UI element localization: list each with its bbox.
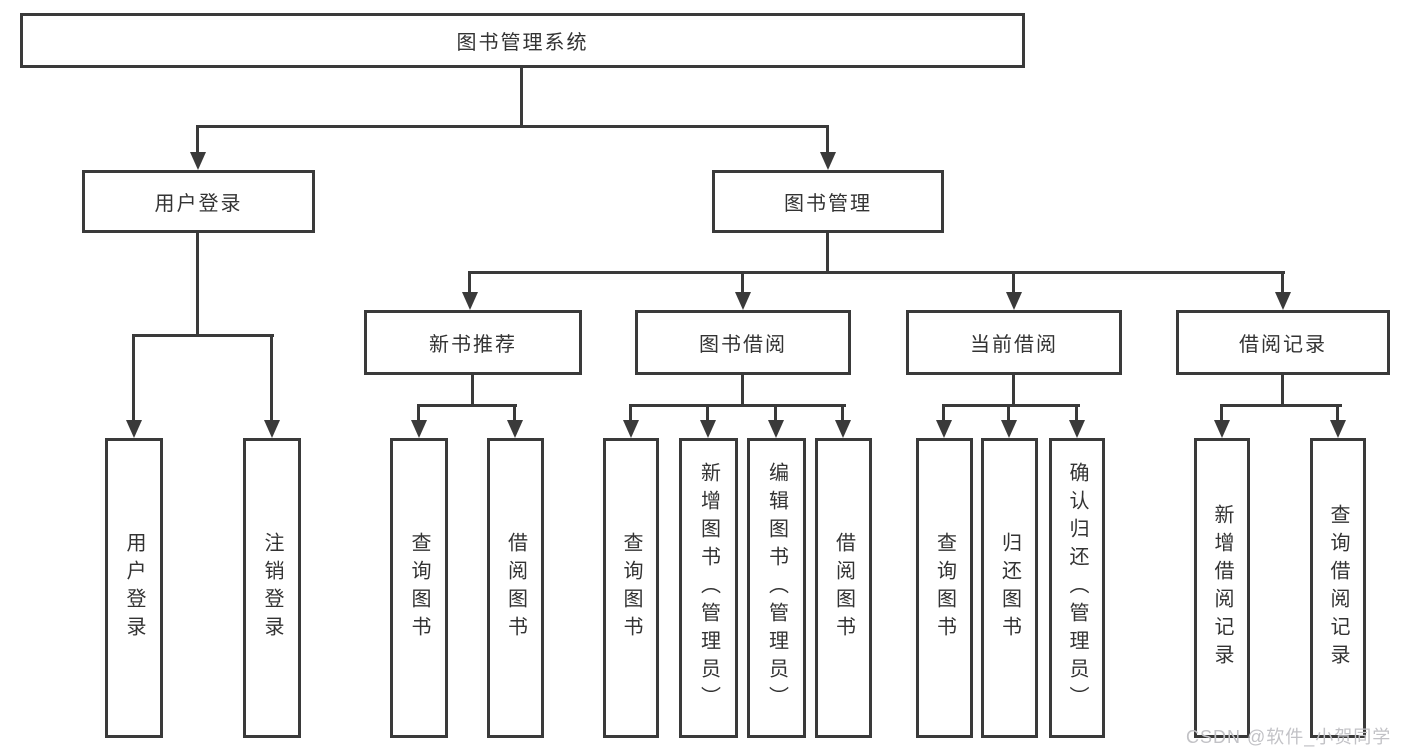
connector-to-leaf-add-borrow-record — [1220, 404, 1223, 421]
connector-to-leaf-confirm-return-admin — [1075, 404, 1078, 421]
connector-to-leaf-query-books-borrow — [629, 404, 632, 421]
connector-to-user-login — [196, 125, 199, 153]
connector-book-management-stem — [826, 232, 829, 273]
leaf-query-books-current: 查询图书 — [916, 438, 973, 738]
connector-to-current-borrow — [1012, 271, 1015, 293]
leaf-query-books-borrow-label: 查询图书 — [620, 532, 642, 644]
connector-to-leaf-logout — [270, 334, 273, 422]
node-user-login: 用户登录 — [82, 170, 315, 233]
arrowhead-borrow-records-icon — [1275, 292, 1291, 310]
arrowhead-edit-book-admin-icon — [768, 420, 784, 438]
node-borrow-records-label: 借阅记录 — [1239, 334, 1327, 356]
connector-book-management-rail — [468, 271, 1285, 274]
connector-to-leaf-borrow-books-borrow — [841, 404, 844, 421]
node-book-management: 图书管理 — [712, 170, 944, 233]
leaf-query-borrow-record: 查询借阅记录 — [1310, 438, 1366, 738]
connector-user-login-rail — [132, 334, 274, 337]
connector-to-leaf-edit-book-admin — [774, 404, 777, 421]
arrowhead-new-book-recommend-icon — [462, 292, 478, 310]
leaf-add-borrow-record-label: 新增借阅记录 — [1211, 504, 1233, 672]
connector-new-book-recommend-rail — [417, 404, 517, 407]
connector-to-new-book-recommend — [468, 271, 471, 293]
connector-root-stem — [520, 68, 523, 126]
connector-to-book-borrow — [741, 271, 744, 293]
connector-book-borrow-rail — [629, 404, 846, 407]
arrowhead-book-borrow-icon — [735, 292, 751, 310]
leaf-user-login: 用户登录 — [105, 438, 163, 738]
connector-to-leaf-add-book-admin — [706, 404, 709, 421]
csdn-watermark: CSDN @软件_小贺同学 — [1186, 727, 1392, 747]
arrowhead-return-books-icon — [1001, 420, 1017, 438]
leaf-add-book-admin: 新增图书（管理员） — [679, 438, 738, 738]
connector-root-rail — [197, 125, 829, 128]
connector-to-book-management — [826, 125, 829, 153]
leaf-query-books-current-label: 查询图书 — [933, 532, 956, 644]
arrowhead-user-login-icon — [190, 152, 206, 170]
connector-borrow-records-rail — [1220, 404, 1342, 407]
arrowhead-query-borrow-record-icon — [1330, 420, 1346, 438]
arrowhead-leaf-logout-icon — [264, 420, 280, 438]
arrowhead-add-borrow-record-icon — [1214, 420, 1230, 438]
arrowhead-borrow-books-recommend-icon — [507, 420, 523, 438]
arrowhead-book-management-icon — [820, 152, 836, 170]
node-root-label: 图书管理系统 — [456, 32, 589, 54]
arrowhead-confirm-return-admin-icon — [1069, 420, 1085, 438]
connector-to-leaf-query-books-recommend — [417, 404, 420, 421]
arrowhead-query-books-borrow-icon — [623, 420, 639, 438]
leaf-add-borrow-record: 新增借阅记录 — [1194, 438, 1250, 738]
connector-book-borrow-stem — [741, 373, 744, 406]
leaf-confirm-return-admin-label: 确认归还（管理员） — [1066, 462, 1088, 714]
leaf-confirm-return-admin: 确认归还（管理员） — [1049, 438, 1105, 738]
node-current-borrow-label: 当前借阅 — [970, 334, 1058, 356]
arrowhead-query-books-recommend-icon — [411, 420, 427, 438]
node-new-book-recommend-label: 新书推荐 — [429, 334, 517, 356]
leaf-add-book-admin-label: 新增图书（管理员） — [697, 462, 720, 714]
node-current-borrow: 当前借阅 — [906, 310, 1122, 375]
arrowhead-current-borrow-icon — [1006, 292, 1022, 310]
leaf-borrow-books-recommend-label: 借阅图书 — [504, 532, 527, 644]
node-new-book-recommend: 新书推荐 — [364, 310, 582, 375]
connector-to-leaf-user-login — [132, 334, 135, 422]
leaf-user-login-label: 用户登录 — [123, 532, 145, 644]
connector-to-leaf-query-borrow-record — [1336, 404, 1339, 421]
arrowhead-query-books-current-icon — [936, 420, 952, 438]
leaf-query-borrow-record-label: 查询借阅记录 — [1327, 504, 1349, 672]
connector-to-leaf-borrow-books-recommend — [513, 404, 516, 421]
leaf-borrow-books-borrow: 借阅图书 — [815, 438, 872, 738]
leaf-return-books: 归还图书 — [981, 438, 1038, 738]
arrowhead-borrow-books-borrow-icon — [835, 420, 851, 438]
connector-to-borrow-records — [1281, 271, 1284, 293]
leaf-borrow-books-borrow-label: 借阅图书 — [832, 532, 855, 644]
connector-to-leaf-query-books-current — [942, 404, 945, 421]
node-user-login-label: 用户登录 — [154, 193, 243, 215]
node-book-borrow: 图书借阅 — [635, 310, 851, 375]
arrowhead-add-book-admin-icon — [700, 420, 716, 438]
connector-user-login-stem — [196, 232, 199, 336]
leaf-borrow-books-recommend: 借阅图书 — [487, 438, 544, 738]
leaf-query-books-recommend-label: 查询图书 — [408, 532, 430, 644]
leaf-query-books-borrow: 查询图书 — [603, 438, 659, 738]
leaf-edit-book-admin-label: 编辑图书（管理员） — [765, 462, 788, 714]
node-borrow-records: 借阅记录 — [1176, 310, 1390, 375]
leaf-return-books-label: 归还图书 — [998, 532, 1021, 644]
leaf-edit-book-admin: 编辑图书（管理员） — [747, 438, 806, 738]
arrowhead-leaf-user-login-icon — [126, 420, 142, 438]
node-book-management-label: 图书管理 — [784, 193, 872, 215]
leaf-logout: 注销登录 — [243, 438, 301, 738]
node-root-library-system: 图书管理系统 — [20, 13, 1025, 68]
connector-to-leaf-return-books — [1007, 404, 1010, 421]
node-book-borrow-label: 图书借阅 — [699, 334, 787, 356]
connector-current-borrow-stem — [1012, 373, 1015, 406]
connector-current-borrow-rail — [942, 404, 1080, 407]
leaf-query-books-recommend: 查询图书 — [390, 438, 448, 738]
leaf-logout-label: 注销登录 — [261, 532, 283, 644]
connector-borrow-records-stem — [1281, 373, 1284, 406]
connector-new-book-recommend-stem — [471, 373, 474, 406]
